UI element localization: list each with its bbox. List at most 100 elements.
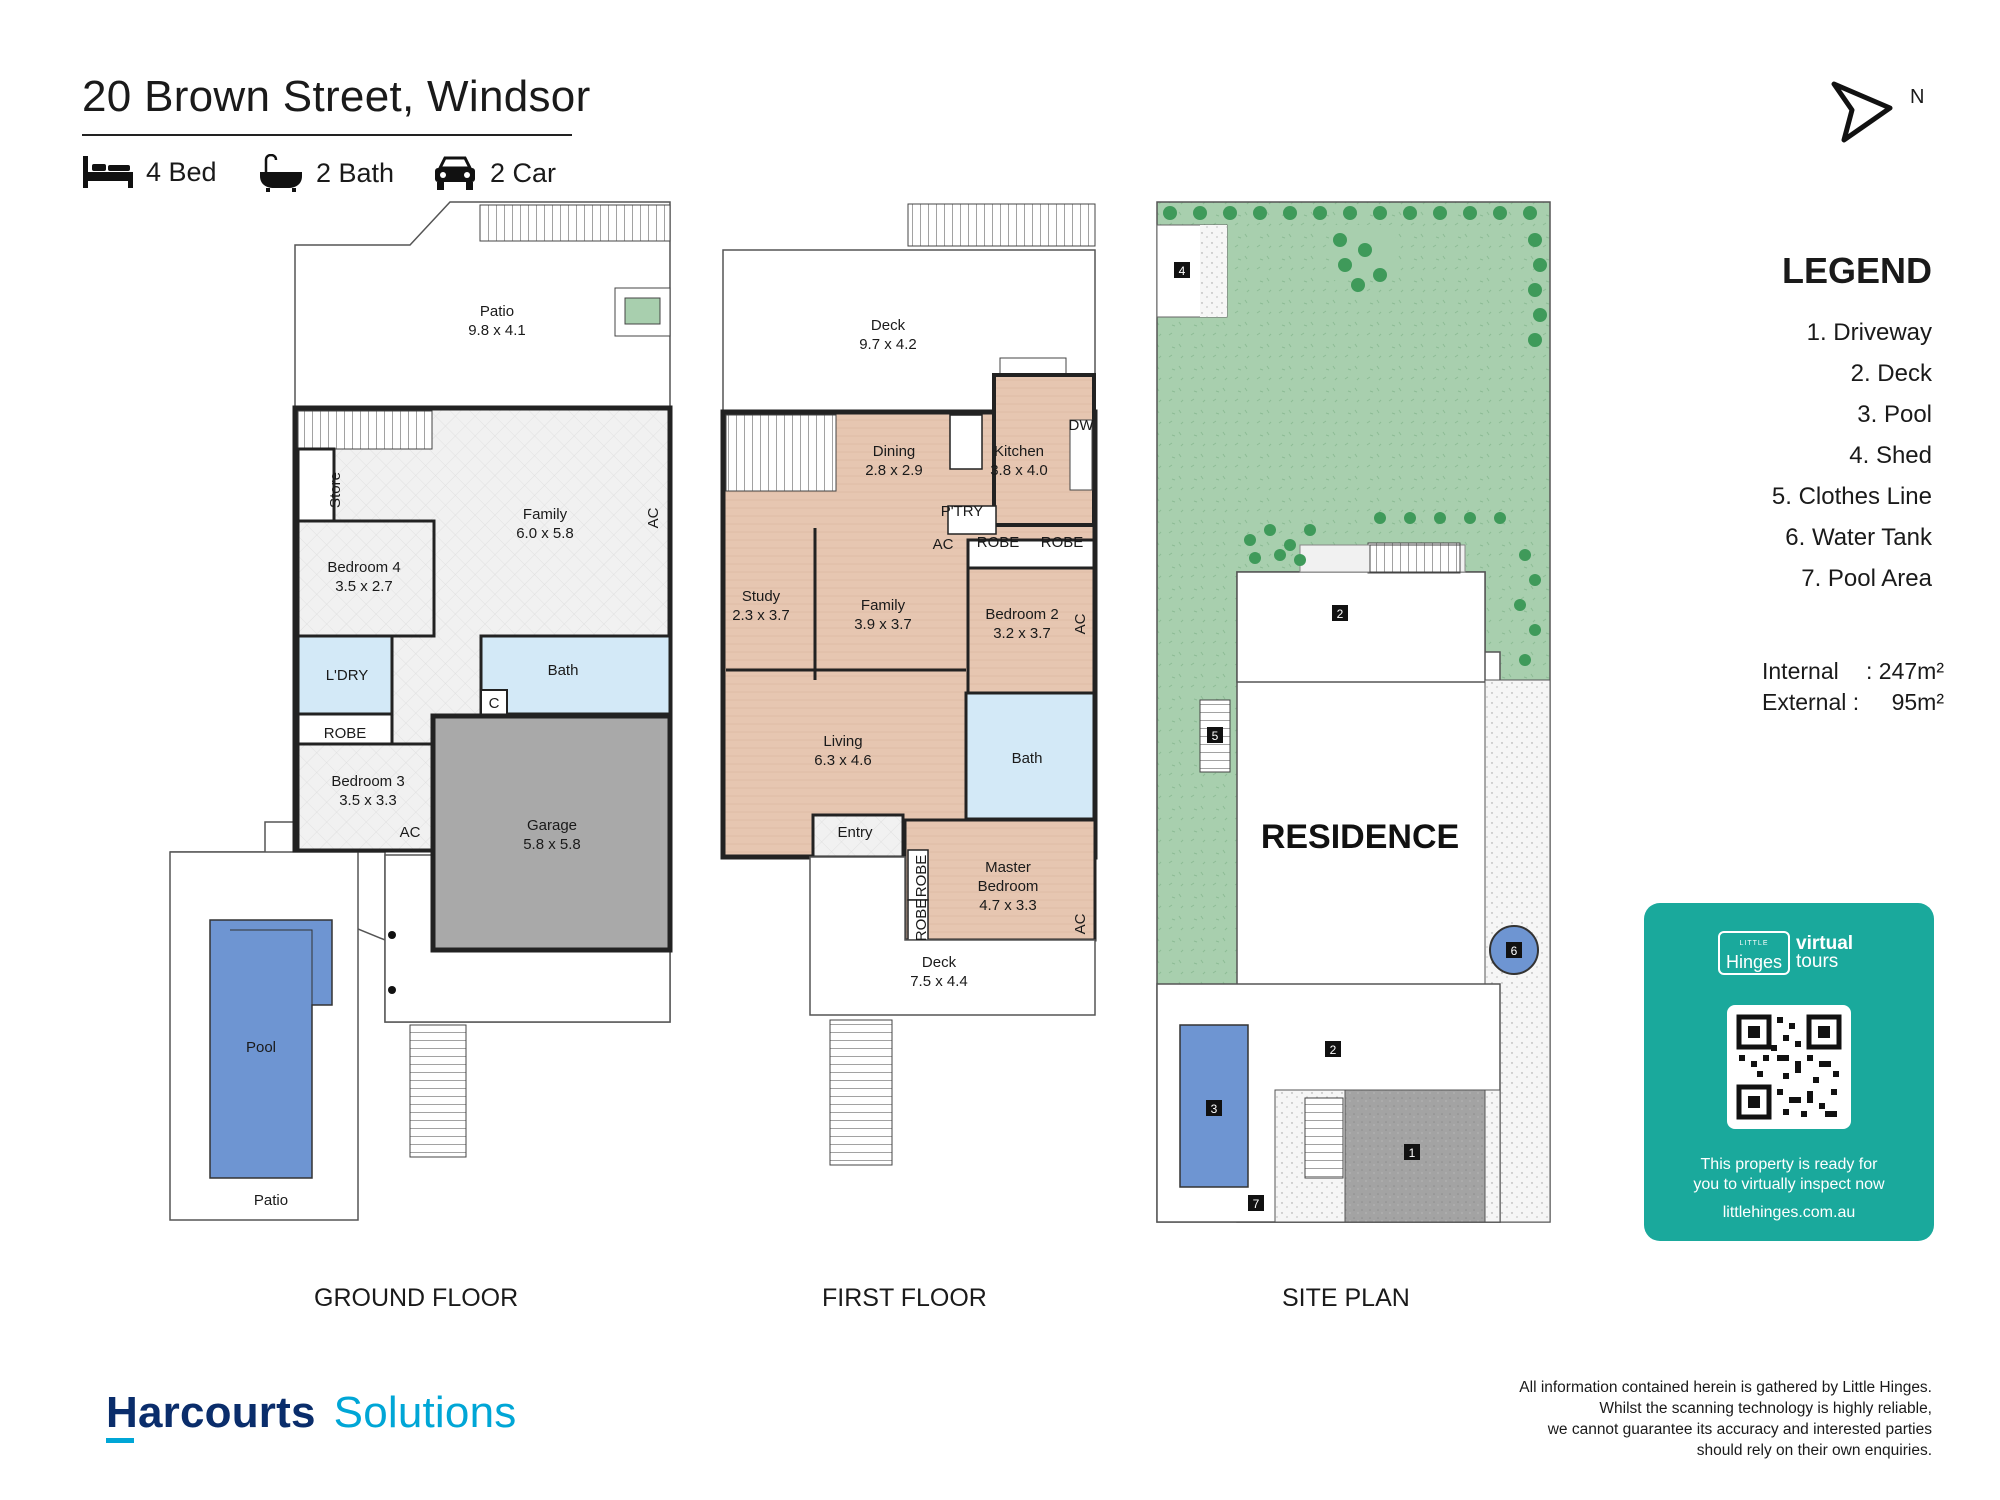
ff-bedroom2-dim: 3.2 x 3.7 [993,625,1051,642]
svg-text:3: 3 [1211,1102,1218,1116]
ff-deck-bottom [809,856,1096,1016]
property-address-title: 20 Brown Street, Windsor [82,72,591,121]
gf-bottom-stairs [409,1024,467,1158]
site-marker-7: 7 [1248,1195,1264,1211]
internal-area-value: : 247m² [1866,658,1944,684]
disclaimer-line: Whilst the scanning technology is highly… [1599,1400,1932,1417]
legend-item: 1. Driveway [1806,319,1932,346]
gf-internal-stairs [297,410,433,450]
svg-text:6: 6 [1511,944,1518,958]
gf-bath-label: Bath [548,662,579,679]
ff-robe2-label: ROBE [1041,534,1084,551]
ff-ac2-label: AC [1072,613,1089,634]
car-icon [435,156,475,190]
virtual-tour-line1: This property is ready for [1700,1156,1878,1173]
gf-ac2-label: AC [400,824,421,841]
logo-virtual-text: virtual [1796,933,1854,954]
bed-feature: 4 Bed [82,154,217,190]
gf-bath [479,634,672,716]
site-plan-label: SITE PLAN [1282,1284,1410,1312]
compass-north-label: N [1910,86,1925,108]
ff-kitchen-label: Kitchen [994,443,1044,460]
ff-family-label: Family [861,597,906,614]
ff-dining-label: Dining [873,443,916,460]
virtual-tour-line2: you to virtually inspect now [1693,1176,1885,1193]
gf-family-dim: 6.0 x 5.8 [516,525,574,542]
ff-deck-top-dim: 9.7 x 4.2 [859,336,917,353]
car-count: 2 Car [490,157,557,188]
gf-store-label: Store [327,472,344,508]
gf-cupboard-label: C [489,695,500,712]
gf-patio-dim: 9.8 x 4.1 [468,322,526,339]
ff-ac3-label: AC [1072,913,1089,934]
legend-item: 4. Shed [1849,442,1932,469]
ff-bedroom2-label: Bedroom 2 [985,606,1058,623]
ff-study-dim: 2.3 x 3.7 [732,607,790,624]
gf-ac1-label: AC [645,507,662,528]
gf-store [296,447,336,523]
gf-family-label: Family [523,506,568,523]
legend-title: LEGEND [1781,250,1932,291]
svg-text:2: 2 [1330,1043,1337,1057]
ff-robes [966,538,1096,570]
qr-code[interactable] [1727,1005,1851,1129]
ff-internal-stairs [725,414,837,492]
legend-item: 2. Deck [1850,360,1932,387]
site-marker-5: 5 [1207,727,1223,743]
svg-text:2: 2 [1337,607,1344,621]
disclaimer-line: All information contained herein is gath… [1519,1379,1932,1396]
gf-top-stairs [479,204,671,242]
logo-brand-text: Hinges [1726,952,1783,972]
site-plan: RESIDENCE 1 2 2 3 4 5 6 7 [1156,201,1551,1223]
first-floor-label: FIRST FLOOR [822,1284,987,1312]
disclaimer-line: we cannot guarantee its accuracy and int… [1547,1421,1932,1438]
site-marker-4: 4 [1174,262,1190,278]
little-hinges-logo: LITTLE Hinges virtual tours [1718,931,1853,975]
site-marker-2b: 2 [1325,1041,1341,1057]
ff-living-label: Living [823,733,862,750]
gf-pool-label: Pool [246,1039,276,1056]
ff-bedroom2 [966,566,1096,695]
area-summary: Internal: 247m² External :95m² [1762,656,1944,718]
gf-laundry-label: L'DRY [326,667,369,684]
ff-bath-label: Bath [1012,750,1043,767]
ff-top-stairs [907,203,1096,247]
harcourts-underline [106,1438,134,1443]
ff-entry [811,813,905,859]
gf-garage [430,713,673,953]
virtual-tour-url[interactable]: littlehinges.com.au [1722,1204,1856,1221]
gf-planter [624,297,661,325]
ff-dining-dim: 2.8 x 2.9 [865,462,923,479]
svg-text:5: 5 [1212,729,1219,743]
ff-family-dim: 3.9 x 3.7 [854,616,912,633]
svg-text:4: 4 [1179,264,1186,278]
legend-item: 5. Clothes Line [1771,483,1932,510]
logo-small-text: LITTLE [1739,940,1769,947]
site-marker-1: 1 [1404,1144,1420,1160]
harcourts-brand: Harcourts [106,1388,316,1437]
disclaimer-line: should rely on their own enquiries. [1696,1442,1932,1459]
gf-garage-dim: 5.8 x 5.8 [523,836,581,853]
virtual-tour-card[interactable]: LITTLE Hinges virtual tours This propert… [1644,903,1934,1241]
ff-master-label: Master [985,859,1031,876]
legend-item: 3. Pool [1857,401,1932,428]
gf-patio-label: Patio [480,303,514,320]
bath-icon [260,154,302,192]
ff-ac1-label: AC [933,536,954,553]
disclaimer: All information contained herein is gath… [1412,1377,1932,1461]
compass-arrow-icon [1831,81,1893,143]
north-compass [1830,80,1910,151]
internal-area-label: Internal [1762,658,1839,684]
ff-robe4-label: ROBE [913,899,930,942]
gf-bedroom4-label: Bedroom 4 [327,559,400,576]
gf-bedroom3-label: Bedroom 3 [331,773,404,790]
gf-bedroom3-dim: 3.5 x 3.3 [339,792,397,809]
ff-kitchen-dim: 3.8 x 4.0 [990,462,1048,479]
ff-living-dim: 6.3 x 4.6 [814,752,872,769]
ff-entry-label: Entry [837,824,873,841]
external-area-value: 95m² [1891,689,1944,715]
qr-code-icon [1736,1014,1842,1120]
first-floor-plan: Deck 9.7 x 4.2 Dining 2.8 x 2.9 Kitchen … [720,203,1098,1166]
legend-item: 6. Water Tank [1785,524,1932,551]
